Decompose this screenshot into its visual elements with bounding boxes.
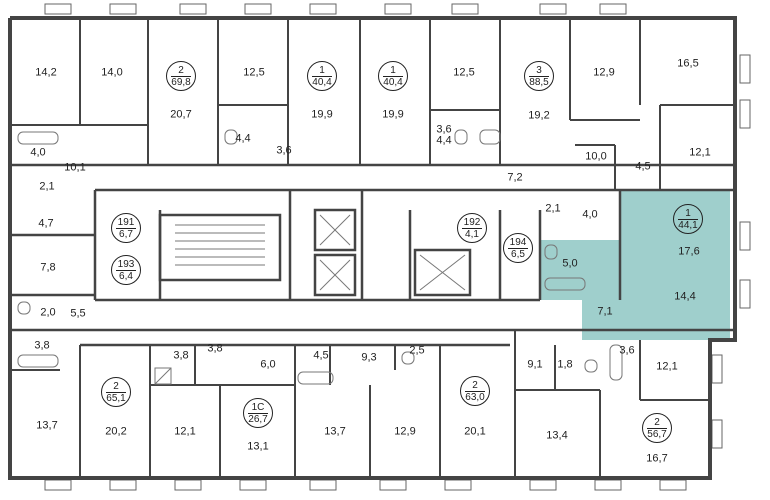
room-area: 13,7 xyxy=(324,425,346,438)
room-area: 19,9 xyxy=(311,108,333,121)
room-area: 13,1 xyxy=(247,440,269,453)
room-area: 20,1 xyxy=(464,425,486,438)
room-area: 3,8 xyxy=(173,349,189,362)
room-area: 10,1 xyxy=(64,161,86,174)
room-area: 12,1 xyxy=(656,360,678,373)
badge-area: 40,4 xyxy=(383,76,403,88)
room-area: 14,4 xyxy=(674,290,696,303)
badge-rooms: 191 xyxy=(117,217,135,228)
badge-rooms: 3 xyxy=(536,65,542,76)
badge-area: 44,1 xyxy=(678,219,698,231)
room-area: 4,0 xyxy=(30,146,46,159)
room-area: 12,1 xyxy=(689,146,711,159)
room-area: 5,0 xyxy=(562,257,578,270)
room-area: 12,1 xyxy=(174,425,196,438)
room-area: 2,1 xyxy=(39,180,55,193)
room-area: 4,4 xyxy=(436,134,452,147)
badge-rooms: 1С xyxy=(251,402,265,413)
room-area: 17,6 xyxy=(678,245,700,258)
room-area: 3,6 xyxy=(276,144,292,157)
badge-area: 6,4 xyxy=(116,270,136,282)
room-area: 4,7 xyxy=(38,217,54,230)
badge-area: 26,7 xyxy=(248,413,268,425)
room-area: 2,1 xyxy=(545,202,561,215)
badge-rooms: 2 xyxy=(113,381,119,392)
room-area: 7,1 xyxy=(597,305,613,318)
room-area: 1,8 xyxy=(557,358,573,371)
badge-area: 69,8 xyxy=(171,76,191,88)
room-area: 10,0 xyxy=(585,150,607,163)
room-area: 13,4 xyxy=(546,429,568,442)
room-area: 4,4 xyxy=(235,132,251,145)
badge-area: 63,0 xyxy=(465,391,485,403)
badge-rooms: 194 xyxy=(509,237,527,248)
badge-rooms: 192 xyxy=(463,217,481,228)
badge-rooms: 193 xyxy=(117,259,135,270)
room-area: 12,9 xyxy=(394,425,416,438)
badge-area: 65,1 xyxy=(106,392,126,404)
badge-rooms: 1 xyxy=(319,65,325,76)
badge-area: 4,1 xyxy=(462,228,482,240)
badge-rooms: 2 xyxy=(654,417,660,428)
room-area: 16,5 xyxy=(677,57,699,70)
room-area: 12,9 xyxy=(593,66,615,79)
room-area: 4,5 xyxy=(313,349,329,362)
room-area: 3,8 xyxy=(34,339,50,352)
room-area: 14,2 xyxy=(35,66,57,79)
room-area: 9,1 xyxy=(527,358,543,371)
badge-rooms: 1 xyxy=(685,208,691,219)
room-area: 5,5 xyxy=(70,307,86,320)
room-area: 20,2 xyxy=(105,425,127,438)
room-area: 12,5 xyxy=(243,66,265,79)
badge-area: 56,7 xyxy=(647,428,667,440)
room-area: 13,7 xyxy=(36,419,58,432)
room-area: 3,6 xyxy=(436,123,452,136)
room-area: 14,0 xyxy=(101,66,123,79)
room-area: 20,7 xyxy=(170,108,192,121)
room-area: 4,5 xyxy=(635,160,651,173)
badge-area: 6,7 xyxy=(116,228,136,240)
badge-area: 88,5 xyxy=(529,76,549,88)
room-area: 7,2 xyxy=(507,171,523,184)
room-area: 3,8 xyxy=(207,342,223,355)
badge-area: 40,4 xyxy=(312,76,332,88)
room-area: 19,2 xyxy=(528,109,550,122)
room-area: 9,3 xyxy=(361,351,377,364)
room-area: 7,8 xyxy=(40,261,56,274)
room-area: 6,0 xyxy=(260,358,276,371)
room-area: 2,0 xyxy=(40,306,56,319)
badge-area: 6,5 xyxy=(508,248,528,260)
badge-rooms: 2 xyxy=(178,65,184,76)
room-area: 4,0 xyxy=(582,208,598,221)
room-area: 3,6 xyxy=(619,344,635,357)
room-area: 2,5 xyxy=(409,344,425,357)
badge-rooms: 2 xyxy=(472,380,478,391)
room-area: 16,7 xyxy=(646,452,668,465)
room-area: 19,9 xyxy=(382,108,404,121)
badge-rooms: 1 xyxy=(390,65,396,76)
room-area: 12,5 xyxy=(453,66,475,79)
